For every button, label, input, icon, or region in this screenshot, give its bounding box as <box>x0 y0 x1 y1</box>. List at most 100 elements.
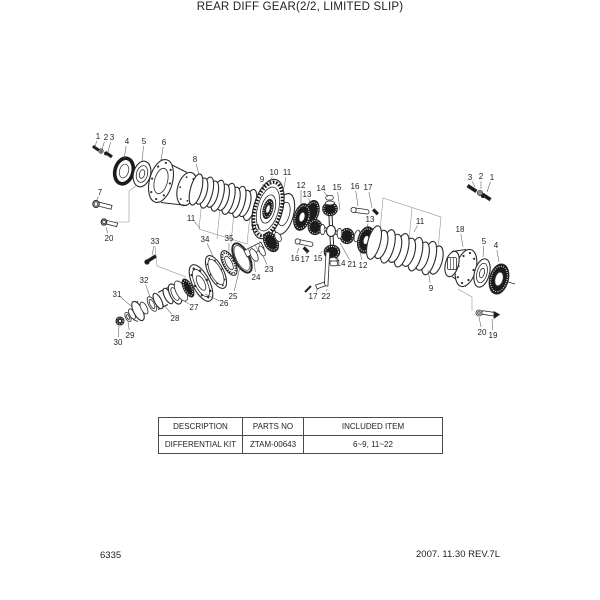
leader-line-3 <box>471 181 476 188</box>
col-header-included-item: INCLUDED ITEM <box>303 417 443 436</box>
callout-25: 25 <box>229 292 238 301</box>
table-row: DIFFERENTIAL KIT ZTAM-00643 6~9, 11~22 <box>158 435 443 454</box>
part-side-gear-12 <box>293 203 311 231</box>
callout-33: 33 <box>151 237 160 246</box>
callout-29: 29 <box>126 331 135 340</box>
callout-12: 12 <box>359 261 368 270</box>
callout-20: 20 <box>478 328 487 337</box>
leader-line-7 <box>96 196 99 201</box>
leader-line-4 <box>496 249 500 263</box>
callout-17: 17 <box>309 292 318 301</box>
leader-line-31 <box>120 297 132 307</box>
part-disc-stack-left <box>188 173 258 222</box>
callout-10: 10 <box>270 168 279 177</box>
leader-line-25 <box>233 266 241 292</box>
callout-34: 34 <box>201 235 210 244</box>
callout-1: 1 <box>490 173 495 182</box>
callout-3: 3 <box>468 173 473 182</box>
callout-4: 4 <box>125 137 130 146</box>
callout-13: 13 <box>303 190 312 199</box>
part-spacer-28 <box>152 287 174 310</box>
callout-32: 32 <box>140 276 149 285</box>
callout-4: 4 <box>494 241 499 250</box>
leader-line-34 <box>206 243 214 257</box>
part-pin-upper <box>350 206 370 215</box>
leader-line-10 <box>257 230 266 240</box>
callout-15: 15 <box>333 183 342 192</box>
bolt-leader-right <box>457 288 473 311</box>
leader-line-17 <box>368 191 373 209</box>
part-pin-lower <box>294 238 314 247</box>
part-screw-33 <box>144 254 157 265</box>
leader-line-5 <box>141 145 144 163</box>
leader-line-5 <box>482 245 484 258</box>
leader-line-33 <box>151 245 155 256</box>
part-pinion-shaft-10 <box>243 231 282 262</box>
callout-11: 11 <box>283 168 292 177</box>
leader-line-19 <box>491 318 493 331</box>
part-clip-lower <box>302 246 310 254</box>
part-seal-ring <box>112 156 136 186</box>
callout-20: 20 <box>105 234 114 243</box>
part-hub-18 <box>444 248 478 288</box>
leader-line-3 <box>107 141 111 153</box>
leader-line-9 <box>262 183 265 191</box>
callout-11: 11 <box>187 214 196 223</box>
callout-24: 24 <box>252 273 261 282</box>
leader-line-11 <box>194 221 201 229</box>
callout-16: 16 <box>351 182 360 191</box>
leader-line-30 <box>118 325 120 338</box>
leader-line-26 <box>204 293 220 302</box>
leader-line-9 <box>427 269 431 284</box>
callout-19: 19 <box>489 331 498 340</box>
leader-line-29 <box>127 321 130 331</box>
leader-line-11 <box>282 176 287 193</box>
screw-leader-33 <box>154 245 187 278</box>
part-clip-upper <box>371 208 380 216</box>
leader-line-11 <box>413 225 418 233</box>
parts-table: DESCRIPTION PARTS NO INCLUDED ITEM DIFFE… <box>158 417 443 454</box>
part-bearing-left <box>132 160 152 188</box>
part-end-cap-right <box>488 263 516 295</box>
leader-line-18 <box>460 233 464 248</box>
footer-page-number: 6335 <box>100 550 122 561</box>
part-disc-stack-right <box>365 225 444 276</box>
callout-15: 15 <box>314 254 323 263</box>
callout-12: 12 <box>297 181 306 190</box>
leader-line-23 <box>262 255 268 265</box>
leader-line-15 <box>337 191 341 211</box>
callout-3: 3 <box>110 133 115 142</box>
part-bolt-7 <box>92 199 113 210</box>
part-bolt-bottom-right <box>475 309 501 320</box>
callout-16: 16 <box>291 254 300 263</box>
callout-26: 26 <box>220 299 229 308</box>
callout-28: 28 <box>171 314 180 323</box>
callout-35: 35 <box>225 234 234 243</box>
leader-line-17 <box>305 250 308 255</box>
callout-13: 13 <box>366 215 375 224</box>
part-bolt-set-left <box>91 144 113 159</box>
leader-line-20 <box>105 226 108 234</box>
part-nut-30 <box>115 316 125 326</box>
callout-1: 1 <box>96 132 101 141</box>
leader-line-27 <box>178 297 190 305</box>
callout-14: 14 <box>337 259 346 268</box>
leader-line-20 <box>478 316 482 328</box>
callout-17: 17 <box>301 255 310 264</box>
leader-line-13 <box>308 198 311 203</box>
part-carrier-flange-26 <box>188 264 214 302</box>
callout-30: 30 <box>114 338 123 347</box>
part-ring-gear <box>251 178 296 240</box>
callout-27: 27 <box>190 303 199 312</box>
callout-9: 9 <box>260 175 265 184</box>
callout-5: 5 <box>482 237 487 246</box>
callout-18: 18 <box>456 225 465 234</box>
footer-revision: 2007. 11.30 REV.7L <box>416 549 500 560</box>
callout-10: 10 <box>251 223 260 232</box>
col-header-description: DESCRIPTION <box>158 417 243 436</box>
col-header-parts-no: PARTS NO <box>242 417 304 436</box>
part-ring-32 <box>146 296 158 312</box>
